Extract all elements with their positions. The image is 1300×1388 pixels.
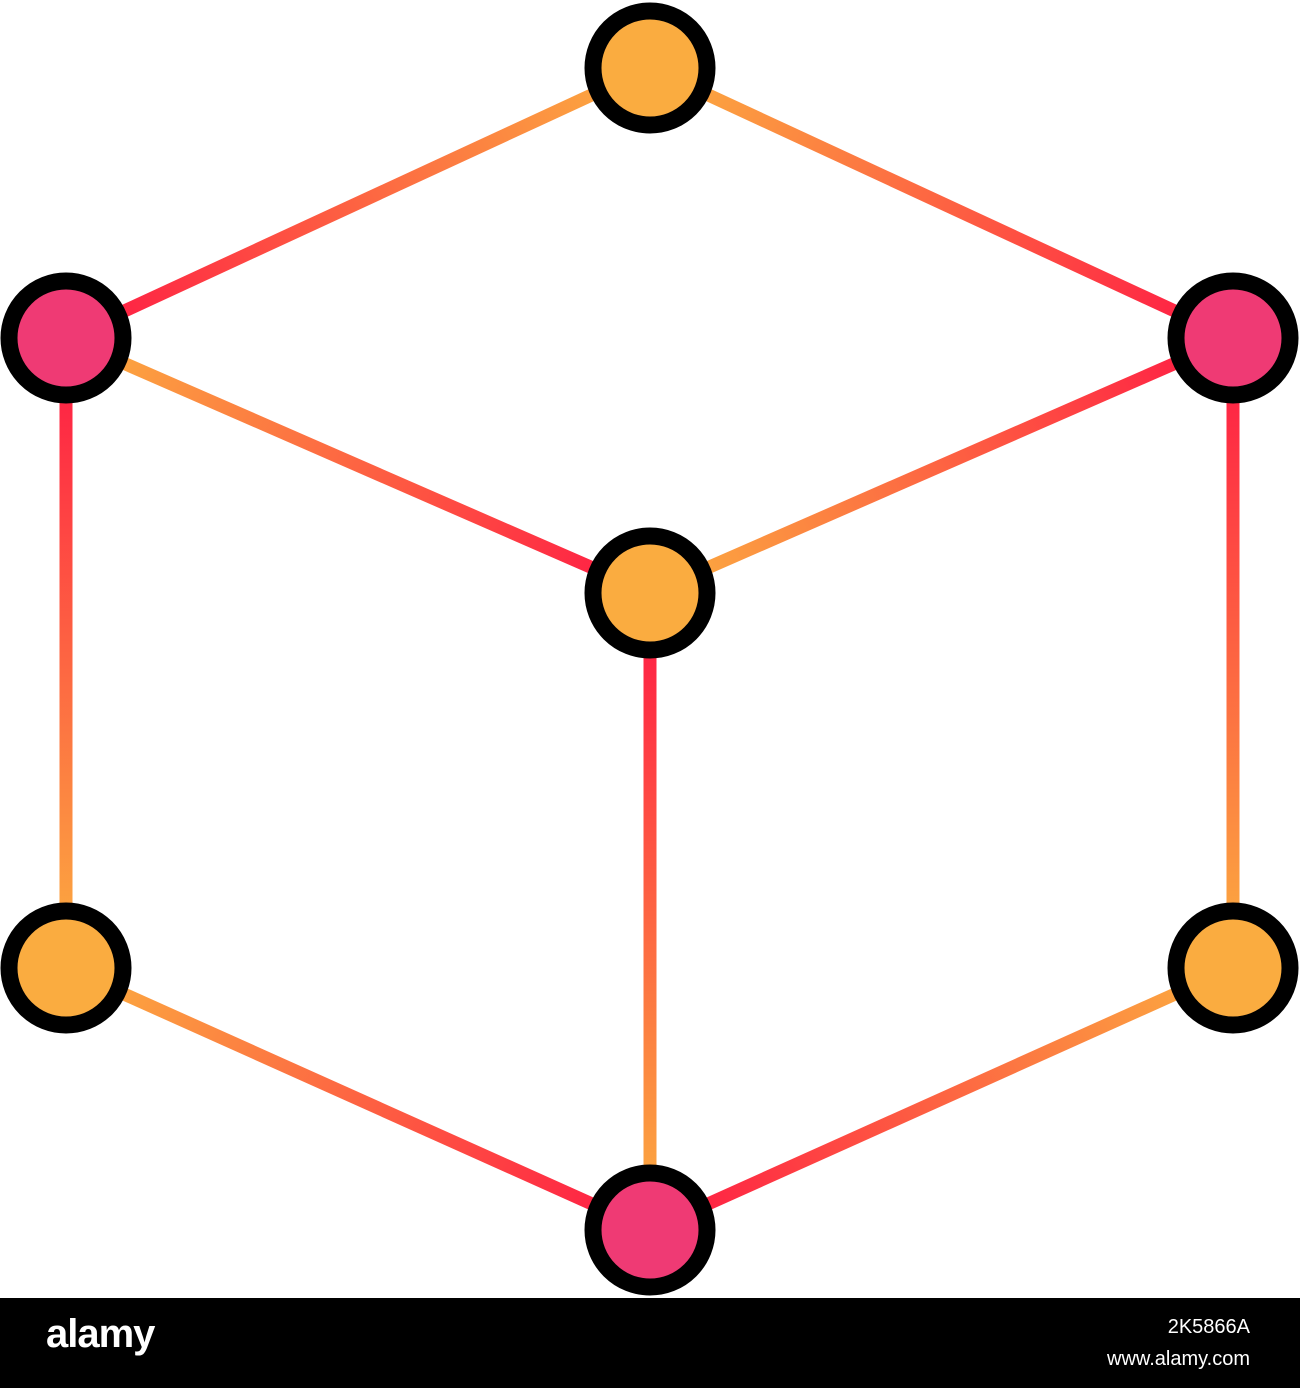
cube-network-figure (0, 2, 1299, 1296)
node-lower-right (1167, 902, 1299, 1034)
edge-top-upper-right (647, 62, 1236, 344)
node-lower-left (0, 902, 132, 1034)
node-bottom (584, 1164, 716, 1296)
edge-upper-left-center (63, 332, 653, 599)
edge-lower-left-bottom (63, 962, 653, 1236)
edge-upper-right-center (647, 332, 1236, 599)
node-upper-right (1167, 272, 1299, 404)
node-center (584, 527, 716, 659)
watermark-footer: alamy 2K5866A www.alamy.com (0, 1298, 1300, 1388)
node-top (584, 2, 716, 134)
brand-logo: alamy (46, 1312, 155, 1356)
edge-lower-right-bottom (647, 962, 1236, 1236)
image-id: 2K5866A (1167, 1316, 1250, 1338)
nodes-layer (0, 2, 1299, 1296)
edge-top-upper-left (63, 62, 653, 344)
edges-layer (59, 62, 1240, 1236)
node-upper-left (0, 272, 132, 404)
site-url: www.alamy.com (1107, 1348, 1250, 1370)
